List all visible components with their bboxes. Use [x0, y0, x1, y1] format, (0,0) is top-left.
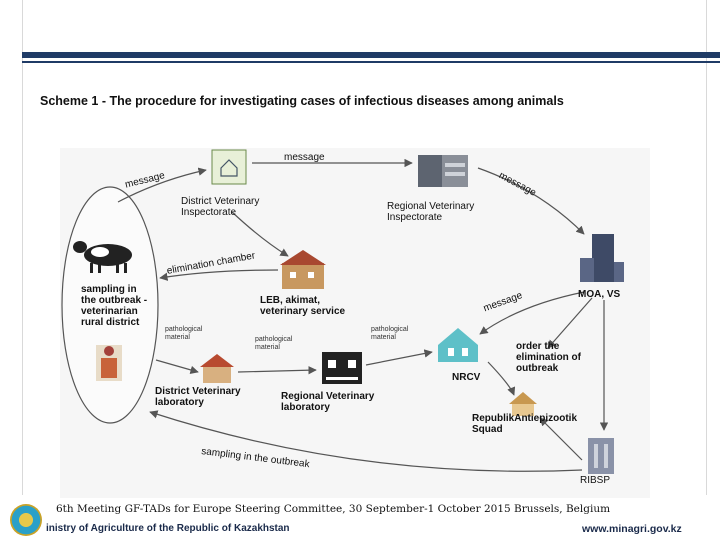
arrow-ribsp-to-ellipse	[149, 410, 583, 472]
header-bar-thin	[22, 61, 720, 63]
arrow-ellipse-to-district	[117, 167, 207, 203]
arrow-leb-to-ellipse	[159, 269, 279, 281]
sampling-label: sampling in the outbreak - veterinarian …	[81, 284, 148, 328]
ribsp-label: RIBSP	[580, 475, 611, 486]
footer-meeting-text: 6th Meeting GF-TADs for Europe Steering …	[56, 503, 611, 515]
arrow-regional-lab-to-nrcv	[365, 349, 433, 366]
arrow-regional-to-moa	[477, 167, 585, 235]
regional-inspectorate-label: Regional Veterinary Inspectorate	[387, 201, 475, 223]
kazakhstan-emblem-icon	[10, 504, 42, 536]
right-rule	[706, 0, 707, 495]
edge-label-pathological-2: pathological material	[255, 336, 293, 351]
footer-url-link[interactable]: www.minagri.gov.kz	[582, 523, 682, 535]
arrow-moa-to-order	[547, 297, 593, 349]
arrow-moa-to-nrcv	[479, 291, 585, 335]
leb-houses-icon	[280, 250, 326, 289]
moa-label: MOA, VS	[578, 289, 621, 300]
header-bar	[22, 52, 720, 58]
edge-label-pathological-3: pathological material	[371, 326, 409, 341]
arrow-district-lab-to-regional-lab	[237, 365, 317, 375]
district-inspectorate-label: District Veterinary Inspectorate	[181, 196, 260, 218]
veterinarian-icon	[96, 345, 122, 381]
district-inspectorate-icon	[211, 149, 247, 185]
footer-ministry-text: inistry of Agriculture of the Republic o…	[46, 523, 290, 534]
cow-icon	[73, 241, 132, 273]
moa-building-icon	[580, 234, 624, 282]
squad-house-icon	[509, 392, 537, 416]
edge-label-pathological-1: pathological material	[165, 326, 203, 341]
arrow-ribsp-to-squad	[539, 417, 583, 461]
nrcv-icon	[438, 328, 478, 362]
leb-label: LEB, akimat, veterinary service	[260, 295, 346, 317]
order-label: order the elimination of outbreak	[516, 341, 581, 374]
arrow-district-to-leb	[231, 211, 289, 257]
regional-inspectorate-icon	[418, 155, 468, 187]
regional-lab-label: Regional Veterinary laboratory	[281, 391, 375, 413]
ribsp-building-icon	[588, 438, 614, 474]
regional-lab-icon	[322, 352, 362, 384]
arrow-nrcv-to-squad	[487, 361, 516, 396]
left-rule	[22, 0, 23, 495]
slide-title: Scheme 1 - The procedure for investigati…	[40, 94, 564, 108]
squad-label: RepublikAntiepizootik Squad	[472, 413, 577, 435]
nrcv-label: NRCV	[452, 372, 481, 383]
arrow-ellipse-to-district-lab	[155, 359, 199, 374]
district-lab-icon	[200, 354, 234, 383]
footer	[0, 498, 720, 540]
edge-label-message-top: message	[284, 152, 325, 163]
district-lab-label: District Veterinary laboratory	[155, 386, 241, 408]
